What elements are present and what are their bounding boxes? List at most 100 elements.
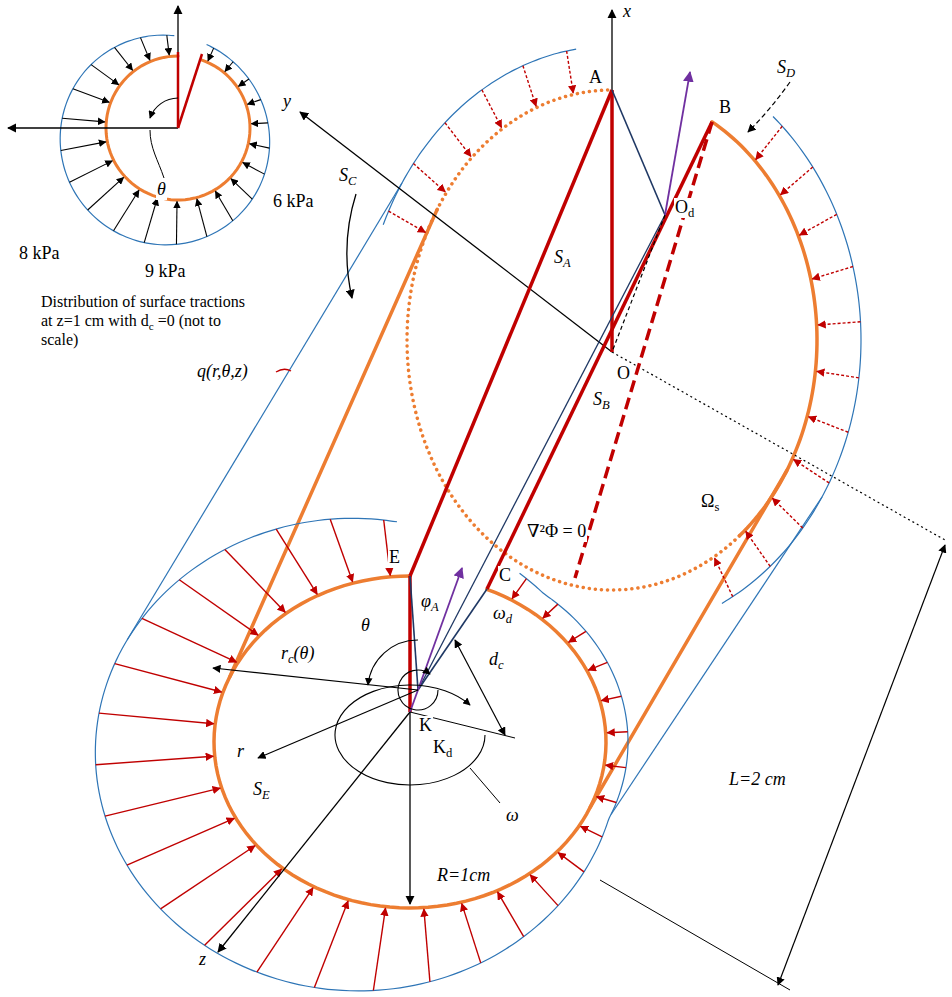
- subscript: d: [506, 612, 512, 626]
- traction-arrow: [197, 199, 207, 237]
- label-text: d: [489, 649, 498, 669]
- traction-arrow: [482, 90, 502, 128]
- leader-line: [470, 768, 500, 803]
- traction-envelope: [95, 518, 628, 991]
- crack-edge: [487, 122, 712, 589]
- traction-arrow: [606, 765, 626, 767]
- traction-arrow: [99, 713, 214, 724]
- traction-arrow: [817, 371, 859, 377]
- construction-line: [410, 576, 418, 690]
- traction-arrow: [601, 696, 621, 700]
- traction-arrow: [205, 869, 282, 945]
- traction-arrow: [176, 201, 178, 244]
- length-dimension: [778, 545, 945, 985]
- traction-arrow: [373, 908, 385, 990]
- label-text: K: [419, 715, 432, 735]
- traction-arrow: [558, 853, 584, 872]
- traction-arrow: [257, 888, 313, 972]
- traction-envelope: [60, 35, 269, 245]
- traction-arrow: [588, 662, 607, 670]
- traction-arrow: [127, 818, 234, 865]
- traction-arrow: [413, 164, 445, 192]
- figure-label: y: [282, 92, 292, 112]
- traction-arrow: [314, 901, 348, 987]
- leader-line: [150, 130, 164, 178]
- figure-label: dc: [488, 650, 505, 670]
- label-text: C: [499, 565, 511, 585]
- label-text: ω: [493, 603, 506, 623]
- subscript: d: [446, 746, 452, 760]
- radius-arrow: [213, 668, 418, 690]
- figure-label: x: [622, 2, 632, 22]
- hidden-crack-edge: [575, 122, 712, 578]
- label-text: L=2 cm: [729, 769, 786, 789]
- label-text: S: [253, 779, 262, 799]
- traction-envelope: [722, 116, 861, 603]
- offset-line: [612, 215, 665, 352]
- traction-arrow: [91, 65, 119, 85]
- cylinder-outline: [590, 471, 786, 807]
- traction-arrow: [248, 100, 261, 105]
- cylinder-outline: [230, 209, 438, 677]
- traction-arrow: [215, 191, 232, 220]
- label-text: A: [589, 67, 602, 87]
- figure-label: 6 kPa: [272, 192, 315, 212]
- offset-dimension: [455, 640, 505, 735]
- traction-arrow: [330, 519, 352, 582]
- traction-arrow: [746, 532, 770, 567]
- figure-label: Od: [674, 198, 695, 218]
- traction-arrow: [243, 163, 265, 175]
- x-axis: [611, 10, 612, 352]
- subscript: D: [786, 66, 795, 80]
- figure-label: SD: [776, 58, 796, 78]
- radius-dimension: [409, 712, 410, 904]
- traction-arrow: [567, 51, 574, 93]
- traction-arrow: [250, 144, 270, 148]
- traction-arrow: [781, 167, 813, 195]
- traction-arrow: [179, 580, 258, 635]
- traction-arrow: [115, 664, 222, 692]
- traction-arrow: [818, 322, 860, 325]
- traction-arrow: [772, 498, 802, 528]
- traction-arrow: [800, 214, 837, 235]
- inset-axis: [177, 6, 178, 128]
- traction-arrow: [389, 211, 426, 232]
- label-text: S: [593, 389, 602, 409]
- traction-arrow: [530, 875, 558, 906]
- label-text: q(r,θ,z): [197, 361, 248, 381]
- traction-arrow: [756, 126, 782, 159]
- traction-arrow: [462, 904, 481, 963]
- figure-label: A: [588, 68, 603, 88]
- angle-arc: [368, 640, 418, 685]
- figure-label: ∇²Φ = 0: [526, 522, 587, 542]
- traction-arrow: [114, 47, 132, 70]
- traction-arrow: [62, 118, 105, 122]
- label-text: ω: [506, 805, 519, 825]
- traction-arrow: [208, 48, 214, 61]
- subscript: A: [563, 256, 571, 270]
- leader-line: [276, 369, 291, 372]
- traction-arrow: [239, 79, 249, 86]
- label-text: φ: [421, 591, 431, 611]
- generated-figure: [60, 35, 861, 991]
- figure-label: K: [418, 716, 433, 736]
- figure-label: φA: [420, 592, 440, 612]
- subscript: B: [602, 398, 610, 412]
- figure-label: 8 kPa: [18, 244, 61, 264]
- traction-arrow: [424, 909, 430, 982]
- label-text: Ω: [701, 491, 714, 511]
- figure-label: E: [388, 548, 401, 568]
- bracket-leader: [347, 194, 356, 298]
- traction-arrow: [607, 731, 627, 733]
- label-text: y: [283, 91, 291, 111]
- subscript: A: [431, 600, 439, 614]
- cylinder-outline: [214, 576, 606, 908]
- traction-arrow: [498, 892, 524, 937]
- traction-arrow: [231, 179, 252, 199]
- figure-label: C: [498, 566, 512, 586]
- label-text: 8 kPa: [19, 243, 60, 263]
- traction-arrow: [445, 123, 471, 157]
- figure-label: Kd: [432, 738, 453, 758]
- inset-crack: [178, 54, 202, 128]
